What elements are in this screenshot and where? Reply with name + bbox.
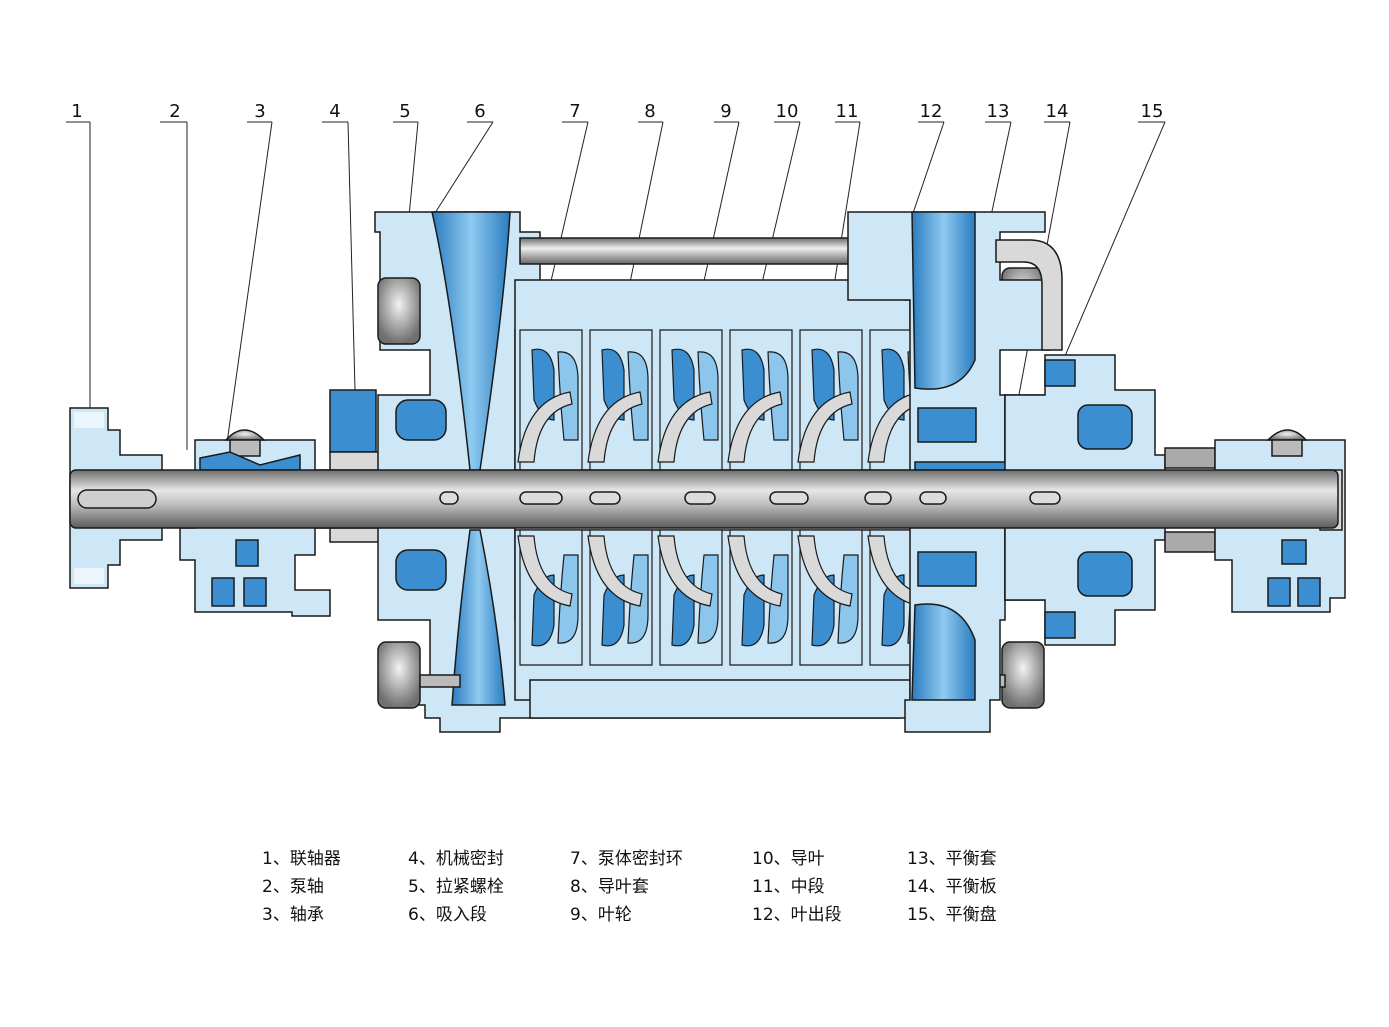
- callout-4: 4: [329, 101, 340, 122]
- callout-1: 1: [71, 101, 82, 122]
- shaft-key-slot: [864, 491, 892, 505]
- shaft-key-slot: [589, 491, 621, 505]
- callout-15: 15: [1141, 101, 1164, 122]
- callout-6: 6: [474, 101, 485, 122]
- legend-item: 10、导叶: [752, 849, 825, 869]
- callout-numbers: 1 2 3 4 5 6 7 8 9 10 11 12 13 14 15: [71, 101, 1163, 122]
- callout-3: 3: [254, 101, 265, 122]
- shaft-key-slot: [519, 491, 563, 505]
- callout-7: 7: [569, 101, 580, 122]
- pump-shaft: [69, 469, 1339, 529]
- callout-13: 13: [987, 101, 1010, 122]
- callout-11: 11: [836, 101, 859, 122]
- legend-item: 1、联轴器: [262, 849, 341, 869]
- shaft-key-slot: [684, 491, 716, 505]
- stage: [797, 329, 863, 666]
- callout-14: 14: [1046, 101, 1069, 122]
- legend-item: 3、轴承: [262, 905, 324, 925]
- shaft-key-slot: [1029, 491, 1061, 505]
- stage: [657, 329, 723, 666]
- legend-item: 5、拉紧螺栓: [408, 877, 504, 897]
- legend-item: 7、泵体密封环: [570, 849, 683, 869]
- shaft-key-slot: [919, 491, 947, 505]
- shaft-key-slot: [439, 491, 459, 505]
- legend-item: 11、中段: [752, 877, 825, 897]
- legend-item: 2、泵轴: [262, 877, 324, 897]
- callout-2: 2: [169, 101, 180, 122]
- legend-item: 4、机械密封: [408, 849, 504, 869]
- legend-item: 13、平衡套: [907, 849, 997, 869]
- legend-item: 14、平衡板: [907, 877, 997, 897]
- stage: [517, 329, 583, 666]
- stage: [727, 329, 793, 666]
- legend-column-5: 13、平衡套 14、平衡板 15、平衡盘: [907, 845, 997, 929]
- legend-item: 15、平衡盘: [907, 905, 997, 925]
- shaft-key-slot: [769, 491, 809, 505]
- callout-9: 9: [720, 101, 731, 122]
- legend-column-4: 10、导叶 11、中段 12、叶出段: [752, 845, 842, 929]
- legend-item: 6、吸入段: [408, 905, 487, 925]
- callout-12: 12: [920, 101, 943, 122]
- legend-column-1: 1、联轴器 2、泵轴 3、轴承: [262, 845, 341, 929]
- callout-10: 10: [776, 101, 799, 122]
- callout-8: 8: [644, 101, 655, 122]
- legend-column-2: 4、机械密封 5、拉紧螺栓 6、吸入段: [408, 845, 504, 929]
- legend-item: 12、叶出段: [752, 905, 842, 925]
- stage: [587, 329, 653, 666]
- callout-5: 5: [399, 101, 410, 122]
- legend-item: 9、叶轮: [570, 905, 632, 925]
- legend-column-3: 7、泵体密封环 8、导叶套 9、叶轮: [570, 845, 683, 929]
- legend-item: 8、导叶套: [570, 877, 649, 897]
- parts-legend: 1、联轴器 2、泵轴 3、轴承 4、机械密封 5、拉紧螺栓 6、吸入段 7、泵体…: [262, 845, 1082, 935]
